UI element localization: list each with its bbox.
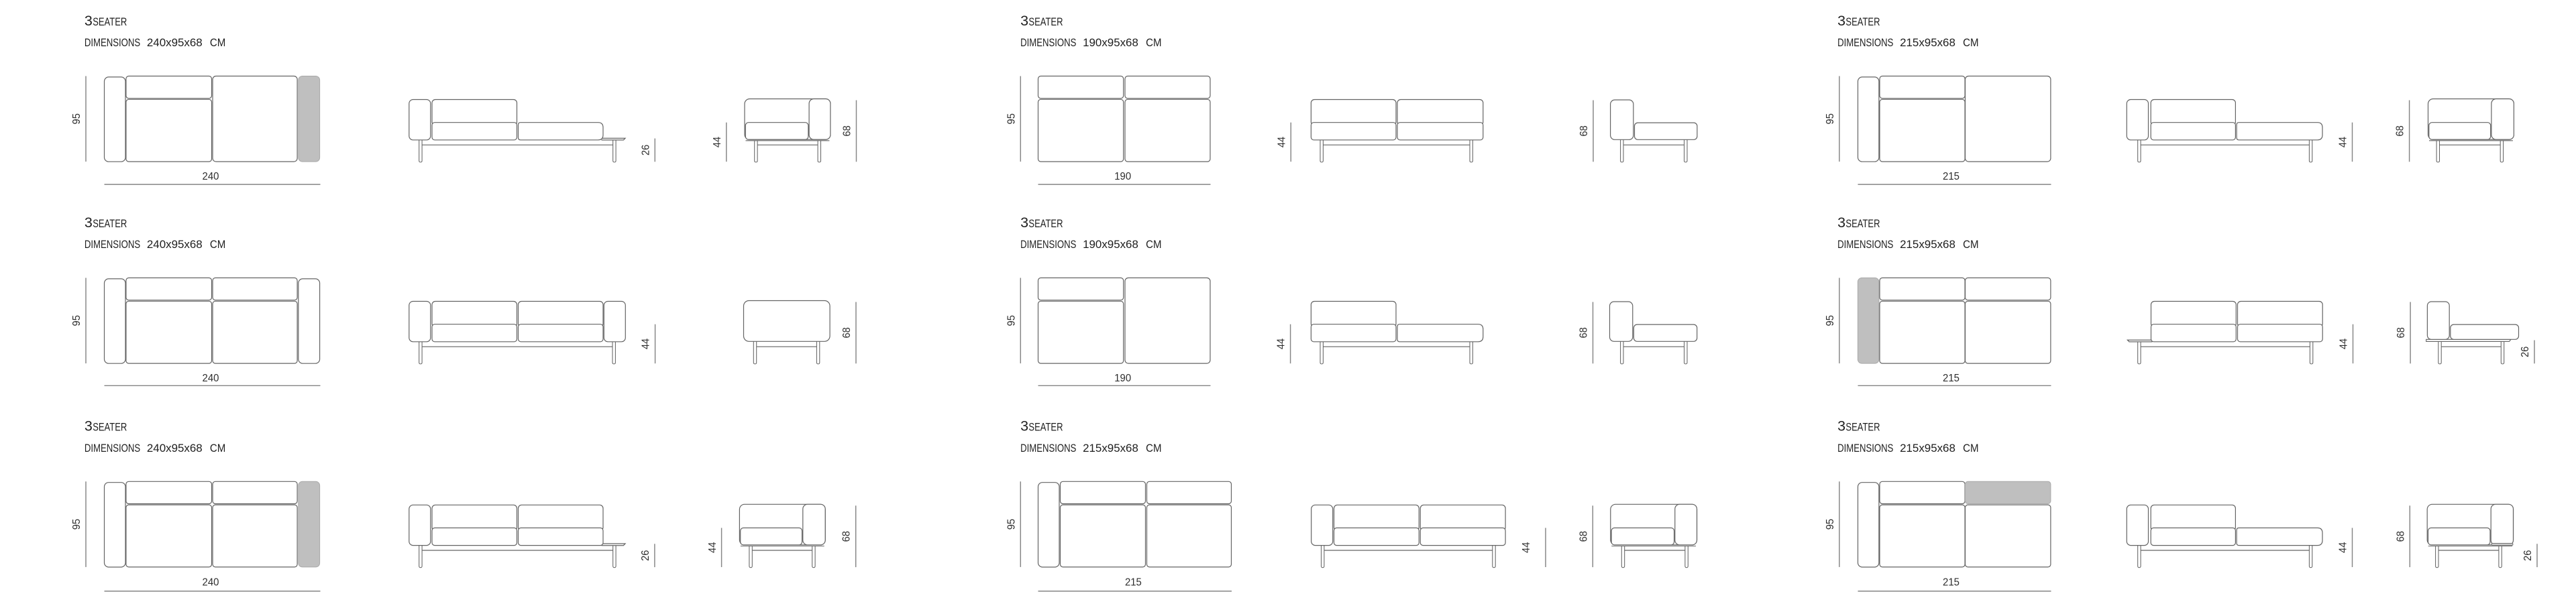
svg-text:26: 26 [2522, 550, 2534, 561]
svg-text:215: 215 [1943, 373, 1960, 384]
svg-text:3: 3 [1020, 215, 1028, 231]
svg-text:68: 68 [841, 531, 853, 542]
svg-text:68: 68 [841, 327, 853, 338]
svg-text:68: 68 [1578, 125, 1590, 136]
svg-text:CM: CM [1963, 239, 1978, 251]
svg-text:26: 26 [640, 550, 651, 561]
svg-text:44: 44 [1276, 137, 1287, 148]
svg-text:DIMENSIONS: DIMENSIONS [85, 239, 140, 251]
svg-text:240x95x68: 240x95x68 [147, 442, 203, 454]
svg-text:CM: CM [1963, 37, 1978, 49]
svg-text:SEATER: SEATER [1028, 218, 1063, 230]
svg-text:95: 95 [1825, 113, 1836, 124]
svg-text:95: 95 [1825, 519, 1836, 530]
svg-text:240: 240 [203, 576, 219, 588]
svg-text:DIMENSIONS: DIMENSIONS [1020, 239, 1076, 251]
svg-text:3: 3 [1020, 13, 1028, 29]
svg-text:215: 215 [1125, 576, 1142, 588]
svg-text:68: 68 [842, 125, 853, 136]
svg-text:44: 44 [707, 542, 718, 553]
svg-text:215x95x68: 215x95x68 [1900, 239, 1955, 251]
svg-text:CM: CM [210, 37, 225, 49]
svg-text:3: 3 [1837, 215, 1845, 231]
svg-text:95: 95 [1006, 113, 1018, 124]
svg-text:215x95x68: 215x95x68 [1900, 37, 1955, 49]
svg-text:3: 3 [85, 13, 93, 29]
svg-text:SEATER: SEATER [1845, 16, 1880, 28]
svg-text:SEATER: SEATER [1028, 422, 1063, 434]
svg-text:44: 44 [641, 339, 652, 350]
svg-text:68: 68 [1578, 531, 1589, 542]
svg-text:CM: CM [1146, 239, 1161, 251]
svg-text:190x95x68: 190x95x68 [1083, 239, 1138, 251]
svg-text:190: 190 [1114, 171, 1131, 182]
svg-text:95: 95 [71, 113, 83, 124]
svg-text:SEATER: SEATER [1028, 16, 1063, 28]
svg-text:DIMENSIONS: DIMENSIONS [1837, 239, 1893, 251]
svg-text:68: 68 [2395, 125, 2406, 136]
svg-text:CM: CM [210, 239, 225, 251]
svg-text:44: 44 [2338, 137, 2349, 148]
svg-text:DIMENSIONS: DIMENSIONS [1837, 442, 1893, 454]
svg-text:215: 215 [1943, 576, 1960, 588]
svg-text:DIMENSIONS: DIMENSIONS [85, 37, 140, 49]
svg-text:CM: CM [1963, 442, 1978, 454]
svg-text:240: 240 [203, 171, 219, 182]
svg-text:DIMENSIONS: DIMENSIONS [1020, 37, 1076, 49]
svg-text:CM: CM [1146, 442, 1161, 454]
svg-text:DIMENSIONS: DIMENSIONS [1837, 37, 1893, 49]
svg-text:44: 44 [2339, 339, 2350, 350]
svg-text:215x95x68: 215x95x68 [1900, 442, 1955, 454]
svg-text:95: 95 [1825, 315, 1836, 326]
svg-text:190: 190 [1114, 373, 1131, 384]
svg-text:CM: CM [1146, 37, 1161, 49]
svg-text:DIMENSIONS: DIMENSIONS [85, 442, 140, 454]
svg-text:215: 215 [1943, 171, 1960, 182]
svg-text:3: 3 [85, 418, 93, 434]
svg-text:68: 68 [2396, 327, 2407, 338]
svg-text:240x95x68: 240x95x68 [147, 239, 203, 251]
svg-text:68: 68 [1578, 327, 1590, 338]
svg-text:95: 95 [71, 519, 83, 530]
svg-text:DIMENSIONS: DIMENSIONS [1020, 442, 1076, 454]
svg-text:3: 3 [1837, 13, 1845, 29]
svg-text:SEATER: SEATER [93, 16, 127, 28]
svg-text:95: 95 [71, 315, 83, 326]
svg-text:240: 240 [203, 373, 219, 384]
svg-text:SEATER: SEATER [93, 218, 127, 230]
svg-text:240x95x68: 240x95x68 [147, 37, 203, 49]
svg-text:3: 3 [1837, 418, 1845, 434]
svg-text:44: 44 [712, 137, 723, 148]
svg-text:44: 44 [2338, 542, 2349, 553]
svg-text:SEATER: SEATER [1845, 218, 1880, 230]
svg-text:44: 44 [1276, 339, 1287, 350]
svg-text:190x95x68: 190x95x68 [1083, 37, 1138, 49]
svg-text:26: 26 [2520, 347, 2531, 357]
svg-text:SEATER: SEATER [1845, 422, 1880, 434]
svg-text:44: 44 [1521, 542, 1532, 553]
svg-text:26: 26 [641, 145, 652, 156]
svg-text:3: 3 [1020, 418, 1028, 434]
svg-text:CM: CM [210, 442, 225, 454]
svg-text:3: 3 [85, 215, 93, 231]
svg-text:215x95x68: 215x95x68 [1083, 442, 1138, 454]
svg-text:95: 95 [1006, 519, 1018, 530]
svg-text:68: 68 [2395, 531, 2406, 542]
svg-text:95: 95 [1006, 315, 1018, 326]
svg-text:SEATER: SEATER [93, 422, 127, 434]
